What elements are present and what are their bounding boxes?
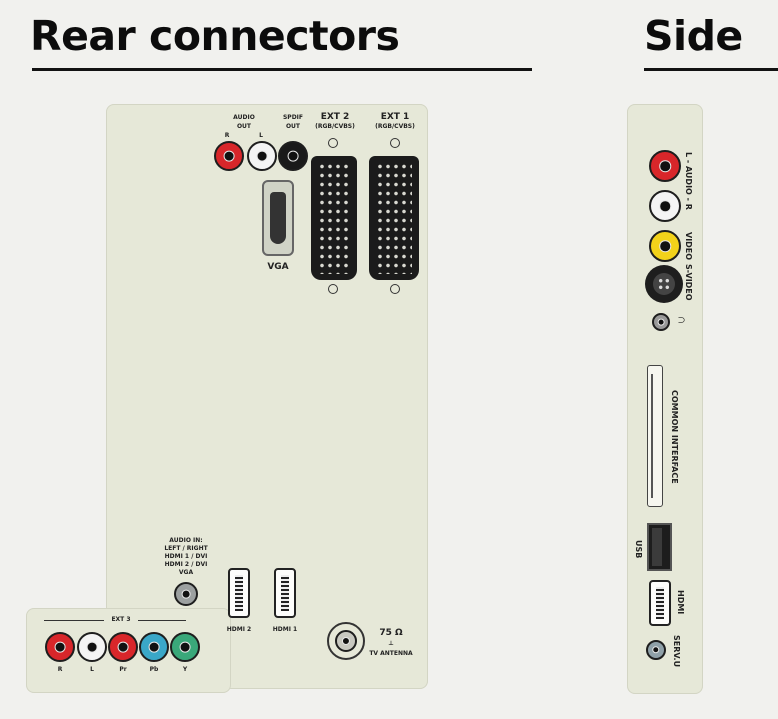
hdmi2-connector[interactable] (228, 568, 250, 618)
spdif-label: SPDIF (282, 114, 304, 121)
audio-out-r-jack[interactable] (214, 141, 244, 171)
common-interface-slot[interactable] (647, 365, 663, 507)
side-video-jack[interactable] (649, 230, 681, 262)
side-audio-r-jack[interactable] (649, 150, 681, 182)
vga-label: VGA (267, 262, 289, 272)
ext1-label: EXT 1 (380, 112, 410, 122)
audio-out-l-jack[interactable] (247, 141, 277, 171)
side-svideo-label: S-VIDEO (684, 264, 693, 301)
audio-in-jack[interactable] (174, 582, 198, 606)
side-connectors-title: Side (644, 12, 743, 60)
audio-out-label: AUDIO (233, 114, 255, 121)
side-video-label: VIDEO (684, 232, 693, 261)
audio-in-label-2: LEFT / RIGHT (164, 545, 208, 552)
side-hdmi-label: HDMI (676, 590, 685, 615)
ext2-screw-bottom (328, 284, 338, 294)
antenna-label: TV ANTENNA (369, 650, 413, 657)
ext3-bracket-left (44, 620, 104, 621)
ext1-sub-label: (RGB/CVBS) (375, 123, 415, 130)
ext1-scart-connector[interactable] (369, 156, 419, 280)
ext3-r-label: R (57, 666, 63, 673)
audio-out-sub-label: OUT (236, 123, 252, 130)
audio-in-label-1: AUDIO IN: (169, 537, 203, 544)
side-audio-l-jack[interactable] (649, 190, 681, 222)
ext2-label: EXT 2 (320, 112, 350, 122)
hdmi2-label: HDMI 2 (226, 626, 252, 633)
ext3-pb-label: Pb (149, 666, 159, 673)
ext3-l-jack[interactable] (77, 632, 107, 662)
antenna-ohm-label: 75 Ω (379, 628, 403, 638)
ext3-pb-jack[interactable] (139, 632, 169, 662)
antenna-connector[interactable] (335, 630, 357, 652)
rear-title-underline (32, 68, 532, 71)
antenna-symbol: ⊥ (388, 640, 394, 647)
ext3-bracket-right (138, 620, 186, 621)
audio-in-label-3: HDMI 1 / DVI (164, 553, 208, 560)
headphone-jack[interactable] (652, 313, 670, 331)
side-title-underline (644, 68, 778, 71)
service-label: SERV.U (672, 635, 681, 668)
spdif-out-jack[interactable] (278, 141, 308, 171)
ext2-scart-connector[interactable] (311, 156, 357, 280)
side-hdmi-connector[interactable] (649, 580, 671, 626)
ext3-pr-jack[interactable] (108, 632, 138, 662)
ext1-screw-top (390, 138, 400, 148)
common-interface-label: COMMON INTERFACE (670, 390, 679, 484)
ext1-screw-bottom (390, 284, 400, 294)
hdmi1-connector[interactable] (274, 568, 296, 618)
audio-r-label: R (224, 132, 230, 139)
rear-connectors-title: Rear connectors (30, 12, 400, 60)
ext3-r-jack[interactable] (45, 632, 75, 662)
audio-in-label-5: VGA (178, 569, 194, 576)
spdif-out-label: OUT (285, 123, 301, 130)
service-jack[interactable] (646, 640, 666, 660)
ext3-y-jack[interactable] (170, 632, 200, 662)
side-audio-label: L - AUDIO - R (684, 152, 693, 210)
audio-l-label: L (259, 132, 263, 139)
ext3-pr-label: Pr (119, 666, 127, 673)
antenna-outer-ring (327, 622, 365, 660)
ext3-label: EXT 3 (111, 616, 131, 623)
hdmi1-label: HDMI 1 (272, 626, 298, 633)
vga-connector[interactable] (262, 180, 294, 256)
audio-in-label-4: HDMI 2 / DVI (164, 561, 208, 568)
ext3-l-label: L (90, 666, 94, 673)
ext2-screw-top (328, 138, 338, 148)
usb-port[interactable] (647, 523, 672, 571)
headphone-icon: ∩ (675, 315, 690, 325)
usb-label: USB (634, 540, 643, 559)
ext2-sub-label: (RGB/CVBS) (315, 123, 355, 130)
side-svideo-connector[interactable] (645, 265, 683, 303)
ext3-y-label: Y (182, 666, 188, 673)
